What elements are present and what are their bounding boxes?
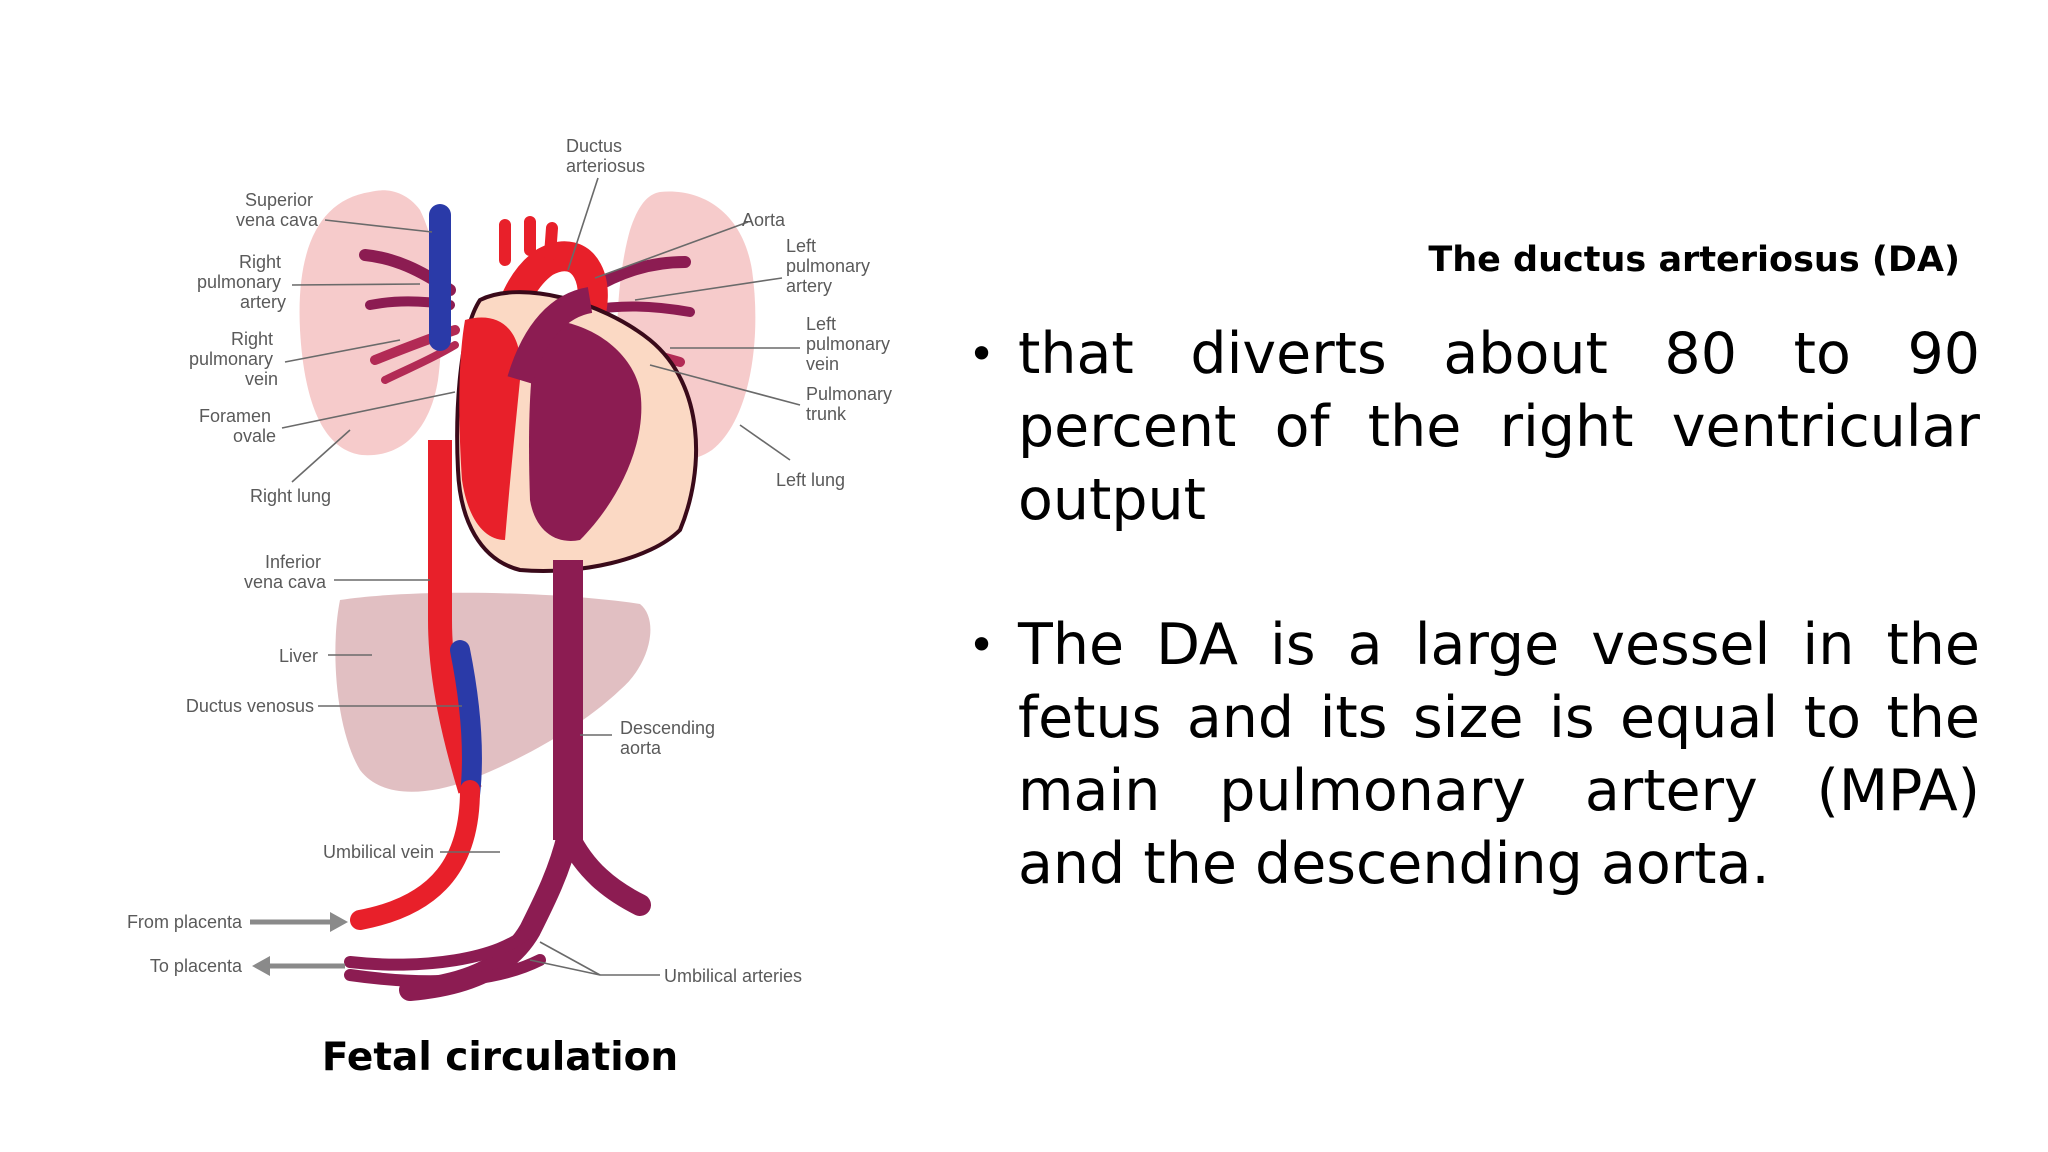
label-ductus-venosus: Ductus venosus xyxy=(186,696,314,716)
pulmonary-trunk-vessel xyxy=(507,287,593,384)
figure-caption: Fetal circulation xyxy=(321,1035,679,1080)
umbilical-vein-vessel xyxy=(350,780,480,930)
fetal-circulation-diagram: Ductus arteriosus Superior vena cava Aor… xyxy=(127,136,897,1001)
label-pulmonary-trunk: Pulmonary trunk xyxy=(806,384,897,424)
from-placenta-arrow xyxy=(250,912,348,932)
label-superior-vena-cava: Superior vena cava xyxy=(236,190,319,230)
label-liver: Liver xyxy=(279,646,318,666)
label-umbilical-vein: Umbilical vein xyxy=(323,842,434,862)
bullet-list: • that diverts about 80 to 90 percent of … xyxy=(960,318,1980,973)
label-right-pulmonary-artery: Right pulmonary artery xyxy=(197,252,286,312)
slide-heading: The ductus arteriosus (DA) xyxy=(1428,240,1960,280)
bullet-dot-icon: • xyxy=(968,327,996,381)
label-left-pulmonary-vein: Left pulmonary vein xyxy=(806,314,895,374)
label-right-lung: Right lung xyxy=(250,486,331,506)
liver-shape xyxy=(335,592,651,792)
label-left-pulmonary-artery: Left pulmonary artery xyxy=(786,236,875,296)
right-lung-shape xyxy=(299,190,442,456)
label-descending-aorta: Descending aorta xyxy=(620,718,720,758)
label-foramen-ovale: Foramen ovale xyxy=(199,406,276,446)
label-left-lung: Left lung xyxy=(776,470,845,490)
bullet-text: The DA is a large vessel in the fetus an… xyxy=(1018,612,1980,897)
label-right-pulmonary-vein: Right pulmonary vein xyxy=(189,329,278,389)
ductus-venosus-vessel xyxy=(450,640,482,805)
aortic-branches xyxy=(499,216,558,266)
label-from-placenta: From placenta xyxy=(127,912,243,932)
bullet-dot-icon: • xyxy=(968,618,996,672)
left-heart-chambers xyxy=(529,319,642,541)
label-inferior-vena-cava: Inferior vena cava xyxy=(244,552,327,592)
label-to-placenta: To placenta xyxy=(150,956,243,976)
right-heart-chambers xyxy=(459,317,521,540)
bullet-item: • that diverts about 80 to 90 percent of … xyxy=(960,318,1980,537)
to-placenta-arrow xyxy=(252,956,345,976)
bullet-text: that diverts about 80 to 90 percent of t… xyxy=(1018,321,1980,533)
leader-lines xyxy=(281,177,801,976)
umbilical-arteries-vessel xyxy=(344,924,546,988)
label-aorta: Aorta xyxy=(742,210,786,230)
label-ductus-arteriosus: Ductus arteriosus xyxy=(566,136,645,176)
bullet-item: • The DA is a large vessel in the fetus a… xyxy=(960,609,1980,901)
label-umbilical-arteries: Umbilical arteries xyxy=(664,966,802,986)
